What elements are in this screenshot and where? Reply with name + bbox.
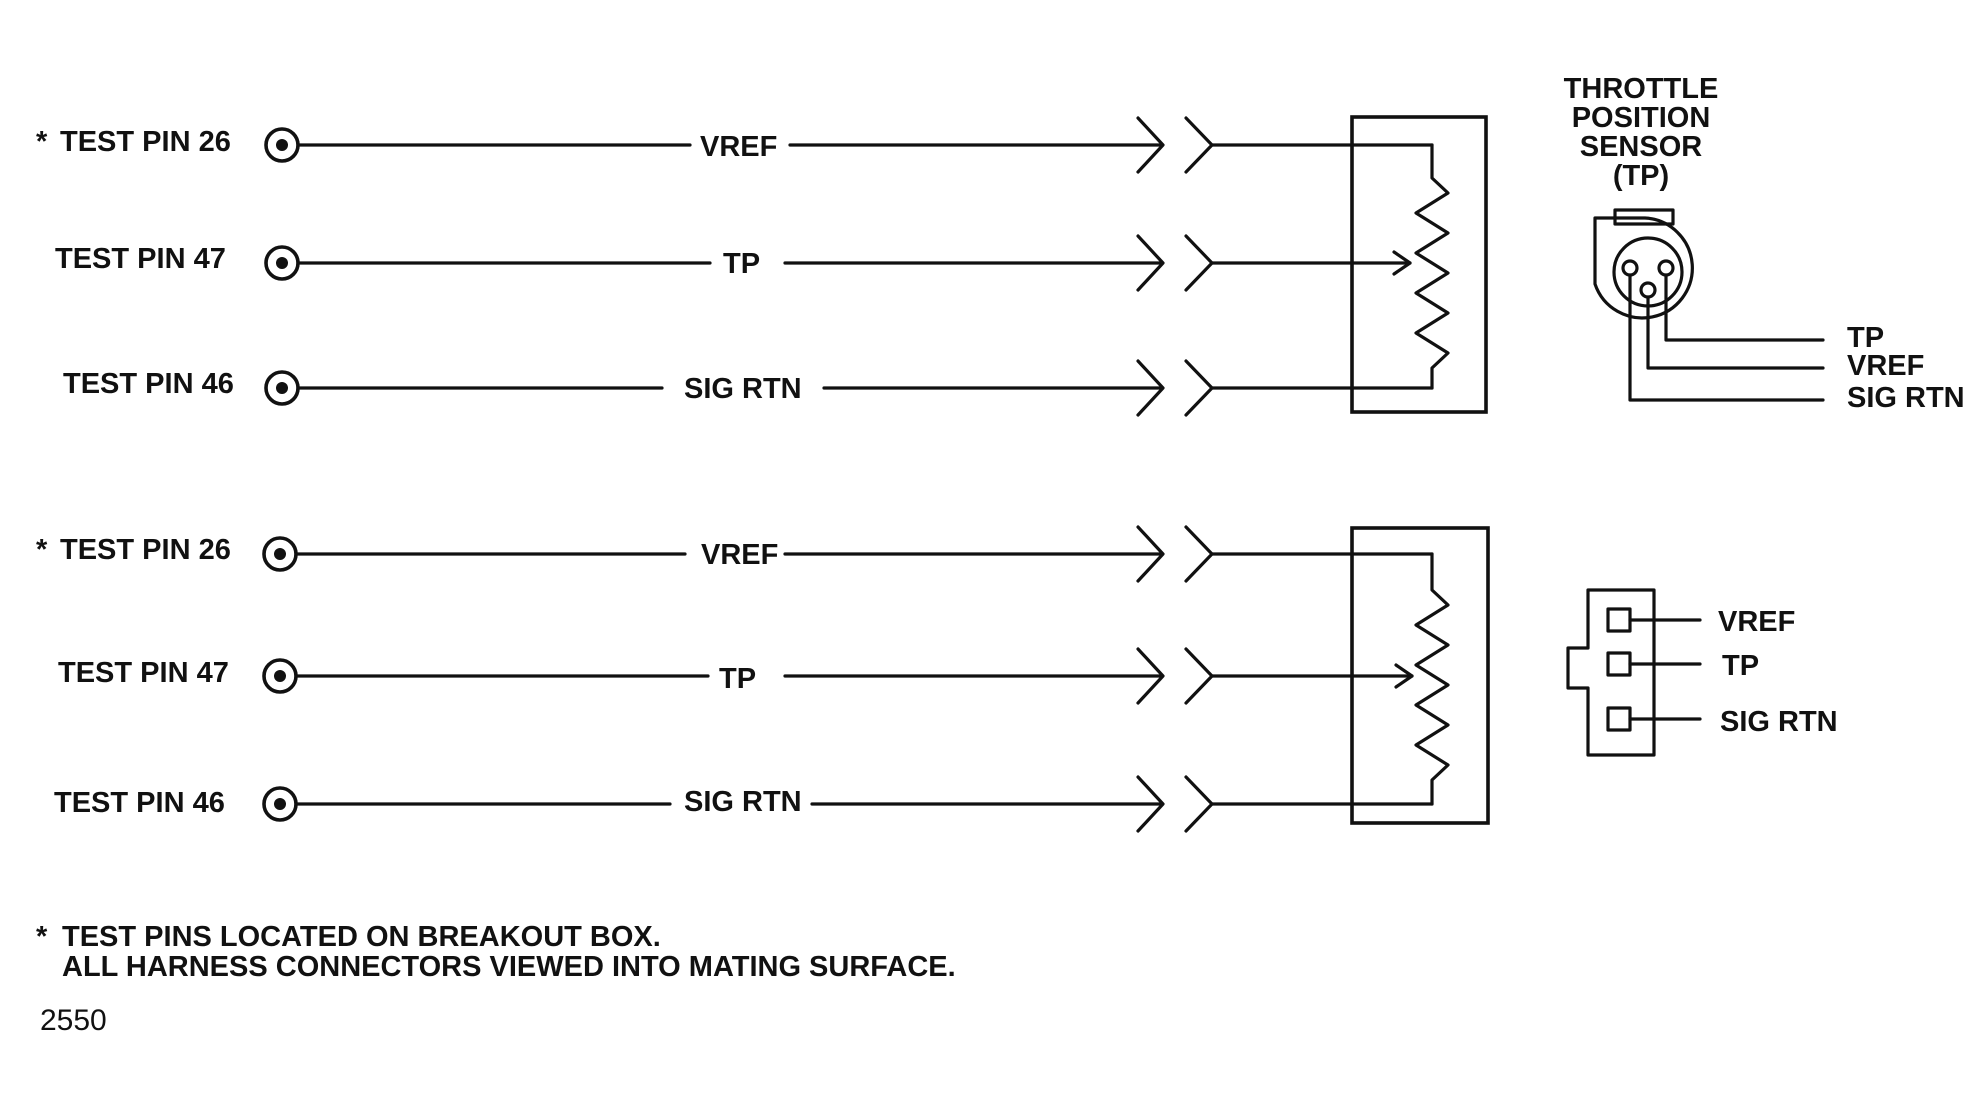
connector-chevron-icon bbox=[1184, 647, 1214, 705]
tp-sensor-connector-icon[interactable] bbox=[1593, 208, 1694, 320]
connector-chevron-icon bbox=[1184, 525, 1214, 583]
connector-arrow-icon bbox=[1136, 647, 1165, 705]
connector-chevron-icon bbox=[1184, 359, 1214, 417]
test-pin-jack-icon[interactable] bbox=[264, 370, 300, 406]
footnote: * TEST PINS LOCATED ON BREAKOUT BOX. ALL… bbox=[36, 921, 956, 983]
wiper-arrow-icon bbox=[1394, 663, 1414, 689]
test-pin-label: TEST PIN 46 bbox=[63, 368, 234, 400]
wire-label: VREF bbox=[701, 539, 778, 571]
connector-arrow-icon bbox=[1136, 525, 1165, 583]
sensor-lead-vref bbox=[1646, 295, 1825, 370]
connector-pin-label: VREF bbox=[1718, 606, 1795, 638]
sensor-title: THROTTLE POSITION SENSOR (TP) bbox=[1564, 73, 1719, 192]
top-harness: * TEST PIN 26 VREF TEST PIN 47 TP bbox=[36, 73, 1965, 417]
potentiometer-box bbox=[1350, 526, 1490, 825]
test-pin-jack-icon[interactable] bbox=[262, 658, 298, 694]
bottom-row-tp: TEST PIN 47 TP bbox=[58, 647, 1414, 705]
connector-arrow-icon bbox=[1136, 116, 1165, 174]
sensor-title-line: THROTTLE bbox=[1564, 73, 1719, 105]
connector-chevron-icon bbox=[1184, 234, 1214, 292]
connector-arrow-icon bbox=[1136, 775, 1165, 833]
connector-arrow-icon bbox=[1136, 234, 1165, 292]
footnote-line-1: TEST PINS LOCATED ON BREAKOUT BOX. bbox=[62, 921, 661, 953]
test-pin-label: TEST PIN 26 bbox=[60, 126, 231, 158]
top-row-vref: * TEST PIN 26 VREF bbox=[36, 116, 1434, 174]
test-pin-label: TEST PIN 47 bbox=[55, 243, 226, 275]
connector-pin-label: SIG RTN bbox=[1720, 706, 1838, 738]
top-row-tp: TEST PIN 47 TP bbox=[55, 234, 1412, 292]
sensor-pin-label: SIG RTN bbox=[1847, 382, 1965, 414]
wiper-arrow-icon bbox=[1392, 250, 1412, 276]
bottom-row-vref: * TEST PIN 26 VREF bbox=[36, 525, 1434, 583]
wire-label: VREF bbox=[700, 131, 777, 163]
sensor-lead-tp bbox=[1664, 273, 1825, 342]
connector-pin-label: TP bbox=[1722, 650, 1759, 682]
top-row-sig-rtn: TEST PIN 46 SIG RTN bbox=[63, 359, 1434, 417]
connector-chevron-icon bbox=[1184, 116, 1214, 174]
asterisk-mark: * bbox=[36, 126, 48, 158]
resistor-icon bbox=[1414, 552, 1450, 806]
flat-connector-icon[interactable] bbox=[1566, 588, 1702, 757]
bottom-row-sig-rtn: TEST PIN 46 SIG RTN bbox=[54, 775, 1434, 833]
test-pin-jack-icon[interactable] bbox=[264, 245, 300, 281]
asterisk-mark: * bbox=[36, 534, 48, 566]
test-pin-jack-icon[interactable] bbox=[262, 536, 298, 572]
test-pin-label: TEST PIN 26 bbox=[60, 534, 231, 566]
resistor-icon bbox=[1414, 143, 1450, 390]
wire-label: TP bbox=[719, 663, 756, 695]
wire-label: SIG RTN bbox=[684, 786, 802, 818]
footnote-asterisk: * bbox=[36, 921, 48, 953]
bottom-harness: * TEST PIN 26 VREF TEST PIN 47 TP bbox=[36, 525, 1838, 833]
sensor-pin-label: TP bbox=[1847, 322, 1884, 354]
test-pin-jack-icon[interactable] bbox=[264, 127, 300, 163]
connector-arrow-icon bbox=[1136, 359, 1165, 417]
footnote-line-2: ALL HARNESS CONNECTORS VIEWED INTO MATIN… bbox=[62, 951, 956, 983]
test-pin-jack-icon[interactable] bbox=[262, 786, 298, 822]
sensor-lead-sig-rtn bbox=[1628, 273, 1825, 402]
test-pin-label: TEST PIN 47 bbox=[58, 657, 229, 689]
wire-label: SIG RTN bbox=[684, 373, 802, 405]
potentiometer-box bbox=[1350, 115, 1488, 414]
figure-number: 2550 bbox=[40, 1004, 107, 1037]
sensor-title-line: SENSOR bbox=[1580, 131, 1703, 163]
test-pin-label: TEST PIN 46 bbox=[54, 787, 225, 819]
wire-label: TP bbox=[723, 248, 760, 280]
sensor-title-line: POSITION bbox=[1572, 102, 1711, 134]
sensor-pin-label: VREF bbox=[1847, 350, 1924, 382]
sensor-title-line: (TP) bbox=[1613, 160, 1669, 192]
connector-chevron-icon bbox=[1184, 775, 1214, 833]
